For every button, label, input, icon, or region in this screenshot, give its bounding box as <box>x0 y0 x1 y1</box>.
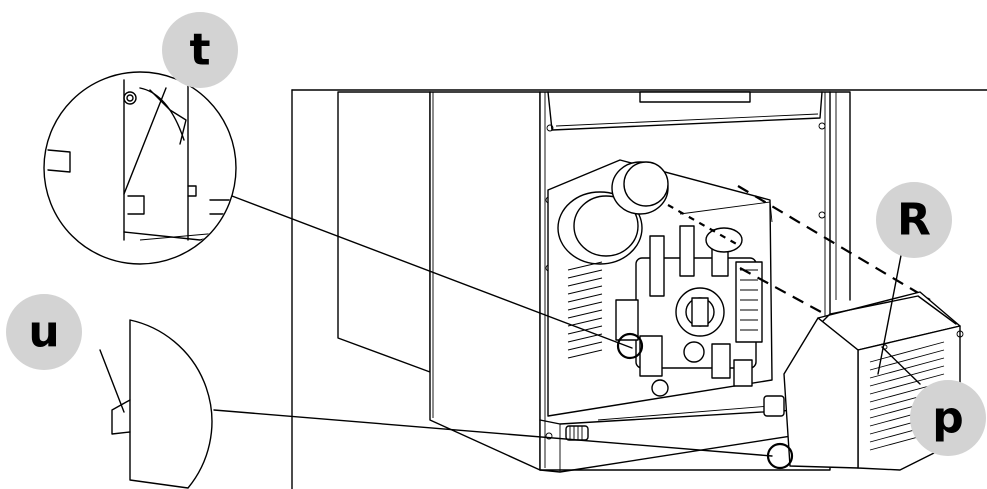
callout-t-label: t <box>189 25 210 76</box>
callout-R-label: R <box>897 195 931 246</box>
pump-group <box>615 225 763 397</box>
callout-p: p <box>910 380 986 456</box>
bottom-fitting <box>565 395 785 441</box>
flue-pipe-small <box>611 161 669 215</box>
leader-lines <box>213 195 905 457</box>
callout-u: u <box>6 294 82 370</box>
inner-compartment <box>547 159 773 417</box>
callout-p-label: p <box>932 393 964 444</box>
pump-highlight <box>616 332 644 360</box>
callout-R: R <box>876 182 952 258</box>
vent-slots-left <box>567 261 603 359</box>
callout-u-label: u <box>28 307 59 358</box>
cover-panel <box>667 185 964 471</box>
flue-pipe-large <box>557 191 643 265</box>
callout-t: t <box>162 12 238 88</box>
dashed-guides <box>667 185 931 345</box>
detail-shape-u <box>99 319 213 489</box>
detail-circle-t <box>43 71 237 265</box>
